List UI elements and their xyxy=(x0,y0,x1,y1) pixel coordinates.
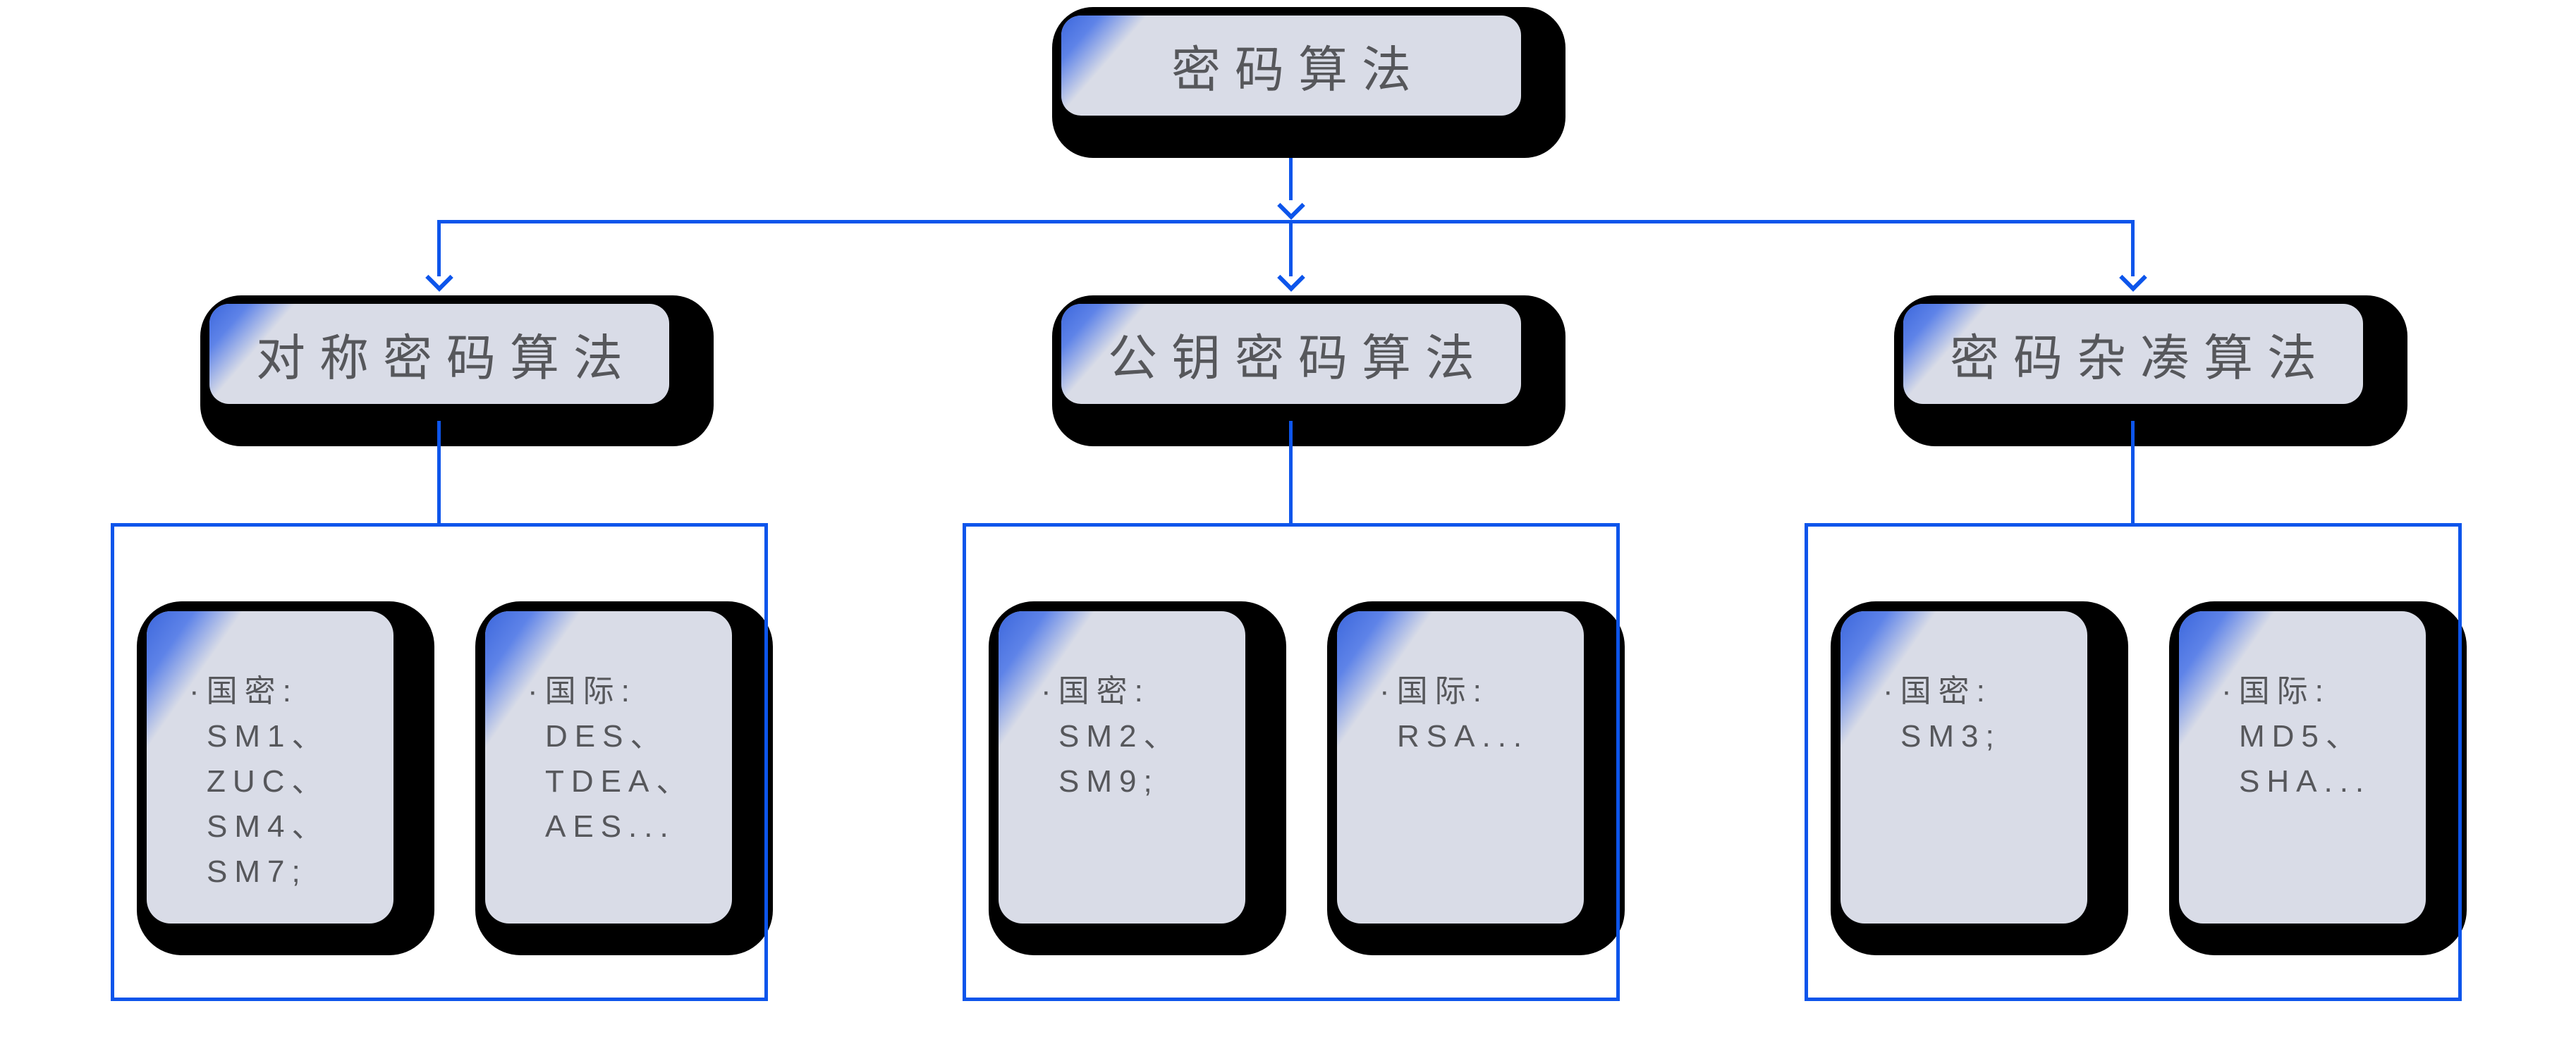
card-line: ·国际: xyxy=(2221,674,2331,708)
card-line: ·国际: xyxy=(1379,674,1489,708)
card-line: ·国际: xyxy=(527,674,637,708)
corner-gradient xyxy=(1061,16,1521,116)
connector-drop-right xyxy=(2131,220,2135,276)
node-root-panel: 密码算法 xyxy=(1061,16,1521,116)
card-line: RSA... xyxy=(1397,719,1530,754)
connector-drop-left xyxy=(437,220,441,276)
card-line: SM3; xyxy=(1900,719,2001,754)
card-publickey-domestic: ·国密: SM2、 SM9; xyxy=(989,601,1286,955)
corner-gradient xyxy=(209,304,669,404)
node-root: 密码算法 xyxy=(1052,7,1565,158)
card-panel: ·国密: SM1、 ZUC、 SM4、 SM7; xyxy=(147,611,393,924)
node-branch-symmetric: 对称密码算法 xyxy=(200,295,714,446)
card-line: SHA... xyxy=(2239,764,2371,799)
node-branch-hash-label: 密码杂凑算法 xyxy=(1950,330,2331,386)
corner-gradient xyxy=(485,611,732,924)
connector-branch-middle-to-group xyxy=(1289,421,1293,524)
corner-gradient xyxy=(147,611,393,924)
card-text: ·国际: RSA... xyxy=(1379,669,1529,759)
card-text: ·国密: SM2、 SM9; xyxy=(1041,669,1181,804)
card-text: ·国密: SM1、 ZUC、 SM4、 SM7; xyxy=(189,669,329,895)
card-panel: ·国际: RSA... xyxy=(1337,611,1584,924)
card-line: ZUC、 xyxy=(207,764,330,799)
corner-gradient xyxy=(1841,611,2087,924)
arrowhead-root-icon xyxy=(1277,192,1305,220)
card-line: SM1、 xyxy=(207,719,330,754)
node-panel: 密码杂凑算法 xyxy=(1903,304,2363,404)
card-text: ·国际: DES、 TDEA、 AES... xyxy=(527,669,694,849)
card-text: ·国际: MD5、 SHA... xyxy=(2221,669,2371,804)
node-root-label: 密码算法 xyxy=(1171,42,1425,97)
card-hash-domestic: ·国密: SM3; xyxy=(1831,601,2128,955)
corner-gradient xyxy=(999,611,1245,924)
card-line: AES... xyxy=(545,809,676,844)
card-line: ·国密: xyxy=(189,674,298,708)
card-panel: ·国际: DES、 TDEA、 AES... xyxy=(485,611,732,924)
connector-root-stem xyxy=(1289,158,1293,200)
arrowhead-right-icon xyxy=(2119,264,2147,292)
arrowhead-middle-icon xyxy=(1277,264,1305,292)
card-line: SM4、 xyxy=(207,809,330,844)
card-line: ·国密: xyxy=(1883,674,1992,708)
card-symmetric-international: ·国际: DES、 TDEA、 AES... xyxy=(475,601,773,955)
card-hash-international: ·国际: MD5、 SHA... xyxy=(2169,601,2467,955)
corner-gradient xyxy=(1061,304,1521,404)
card-line: TDEA、 xyxy=(545,764,695,799)
card-panel: ·国际: MD5、 SHA... xyxy=(2179,611,2426,924)
node-branch-publickey-label: 公钥密码算法 xyxy=(1108,330,1489,386)
node-panel: 对称密码算法 xyxy=(209,304,669,404)
card-line: ·国密: xyxy=(1041,674,1150,708)
node-branch-symmetric-label: 对称密码算法 xyxy=(256,330,637,386)
card-text: ·国密: SM3; xyxy=(1883,669,2001,759)
node-branch-hash: 密码杂凑算法 xyxy=(1894,295,2407,446)
arrowhead-left-icon xyxy=(425,264,453,292)
card-panel: ·国密: SM2、 SM9; xyxy=(999,611,1245,924)
card-line: SM9; xyxy=(1058,764,1159,799)
node-branch-publickey: 公钥密码算法 xyxy=(1052,295,1565,446)
corner-gradient xyxy=(1903,304,2363,404)
connector-drop-middle xyxy=(1289,223,1293,276)
connector-branch-left-to-group xyxy=(437,421,441,524)
card-line: DES、 xyxy=(545,719,669,754)
card-panel: ·国密: SM3; xyxy=(1841,611,2087,924)
card-line: SM2、 xyxy=(1058,719,1182,754)
connector-horizontal-bus xyxy=(437,220,2135,223)
card-line: MD5、 xyxy=(2239,719,2364,754)
connector-branch-right-to-group xyxy=(2131,421,2135,524)
card-line: SM7; xyxy=(207,854,307,889)
card-publickey-international: ·国际: RSA... xyxy=(1327,601,1625,955)
card-symmetric-domestic: ·国密: SM1、 ZUC、 SM4、 SM7; xyxy=(137,601,434,955)
corner-gradient xyxy=(2179,611,2426,924)
corner-gradient xyxy=(1337,611,1584,924)
node-panel: 公钥密码算法 xyxy=(1061,304,1521,404)
